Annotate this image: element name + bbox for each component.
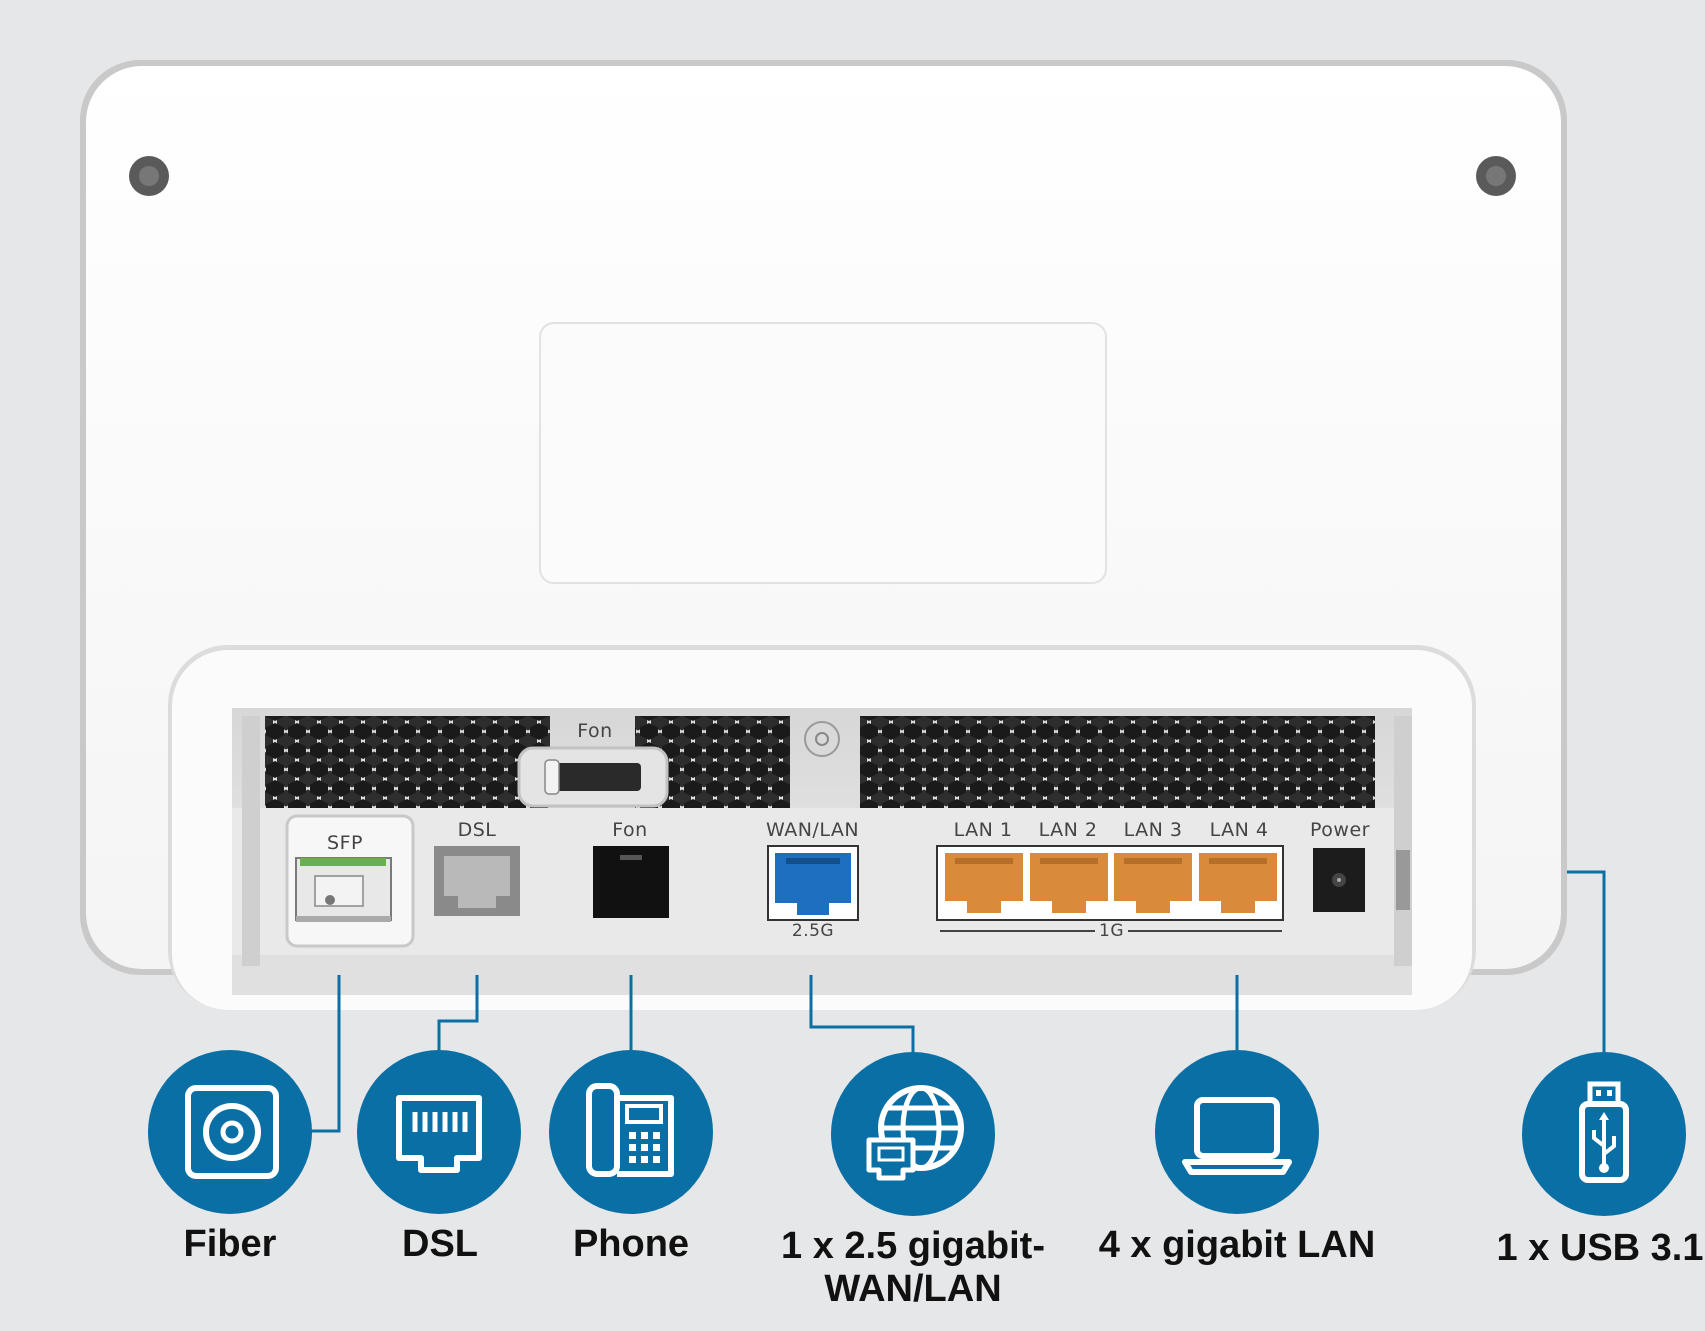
feature-circle-wan	[831, 1052, 995, 1216]
feature-circle-phone	[549, 1050, 713, 1214]
port-label-lan4: LAN 4	[1209, 819, 1269, 841]
port-label-sfp: SFP	[327, 832, 363, 854]
ethernet-port-icon	[396, 1095, 482, 1173]
port-label-fon-top: Fon	[577, 720, 613, 742]
globe-network-icon	[866, 1085, 964, 1181]
feature-label-dsl: DSL	[402, 1223, 478, 1265]
port-label-lan3: LAN 3	[1123, 819, 1183, 841]
reset-button-outline	[804, 721, 840, 757]
feature-circle-fiber	[148, 1050, 312, 1214]
port-label-dsl: DSL	[457, 819, 497, 841]
connector-usb	[1567, 870, 1606, 1052]
connector-fiber	[309, 975, 341, 1133]
feature-label-fiber: Fiber	[183, 1223, 277, 1265]
connector-dsl	[437, 975, 479, 1050]
laptop-icon	[1182, 1097, 1292, 1175]
feature-label-usb: 1 x USB 3.1	[1496, 1227, 1704, 1269]
feature-circle-usb	[1522, 1052, 1686, 1216]
feature-label-phone: Phone	[572, 1223, 690, 1265]
desk-phone-icon	[586, 1083, 674, 1177]
fiber-optic-icon	[185, 1085, 279, 1179]
port-label-fon: Fon	[612, 819, 648, 841]
port-label-wan-lan: WAN/LAN	[765, 819, 860, 841]
port-label-power: Power	[1310, 819, 1370, 841]
feature-label-wan-line2: WAN/LAN	[824, 1268, 1002, 1310]
label-plate	[539, 322, 1107, 584]
port-label-lan-speed: 1G	[1099, 921, 1124, 941]
feature-circle-dsl	[357, 1050, 521, 1214]
feature-label-lan: 4 x gigabit LAN	[1098, 1224, 1376, 1266]
feature-circle-lan	[1155, 1050, 1319, 1214]
feature-label-wan-line1: 1 x 2.5 gigabit-	[781, 1225, 1045, 1267]
usb-stick-icon	[1579, 1081, 1629, 1183]
port-label-lan2: LAN 2	[1038, 819, 1098, 841]
port-label-wan-speed: 2.5G	[791, 921, 835, 941]
connector-wan	[809, 975, 915, 1052]
port-label-lan1: LAN 1	[953, 819, 1013, 841]
